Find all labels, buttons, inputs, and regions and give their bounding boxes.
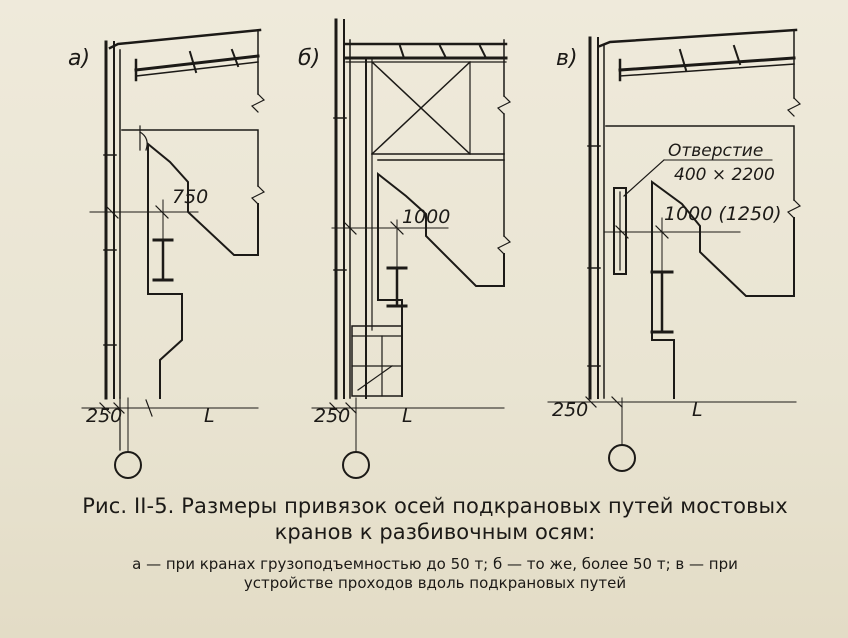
roof-truss-b [344,39,512,115]
dim-span-label-c: L [692,399,703,421]
dim-span-label-a: L [204,405,215,427]
panel-b: б) [298,18,512,479]
opening-callout-c: Отверстие 400 × 2200 [663,141,775,185]
column-a [103,40,121,400]
column-c [587,36,605,400]
caption-title: Рис. II-5. Размеры привязок осей подкран… [40,493,830,545]
dimension-offset-b: 1000 [331,206,450,235]
dim-offset-label-a: 750 [172,186,208,208]
building-section-a [121,125,266,399]
axis-c: 250 L [547,396,797,472]
building-section-c [605,125,802,399]
caption-title-line-2: кранов к разбивочным осям: [274,520,596,544]
opening-size: 400 × 2200 [674,165,775,185]
building-section-b [351,113,512,397]
figure-caption: Рис. II-5. Размеры привязок осей подкран… [40,493,830,593]
rail-beam-b [386,219,408,308]
panel-a: а) [68,28,266,479]
dim-offset-label-c: 1000 (1250) [664,203,782,225]
dim-left-label-b: 250 [314,405,350,427]
roof-truss-a [108,28,266,113]
axis-b: 250 L [311,397,505,479]
panel-label-c: в) [556,46,578,71]
rail-beam-c [650,217,674,334]
axis-a: 250 L [81,397,259,479]
dim-left-label-c: 250 [552,399,588,421]
dim-offset-label-b: 1000 [402,206,450,228]
rail-beam-a [152,199,174,282]
panel-label-a: а) [68,46,90,71]
dim-left-label-a: 250 [86,405,122,427]
dim-span-label-b: L [402,405,413,427]
panel-c: в) [547,28,802,472]
caption-legend-line-2: устройстве проходов вдоль подкрановых пу… [243,574,627,592]
roof-truss-c [598,28,802,117]
dimension-offset-c: 1000 (1250) [603,203,782,239]
opening-title: Отверстие [668,141,763,161]
technical-drawing: а) [68,18,802,479]
caption-legend-line-1: а — при кранах грузоподъемностью до 50 т… [132,555,738,573]
caption-title-line-1: Рис. II-5. Размеры привязок осей подкран… [82,494,788,518]
column-b [333,18,373,400]
panel-label-b: б) [298,46,320,71]
caption-legend: а — при кранах грузоподъемностью до 50 т… [40,555,830,593]
bracing-b [370,60,505,156]
dimension-offset-a: 750 [89,186,208,219]
